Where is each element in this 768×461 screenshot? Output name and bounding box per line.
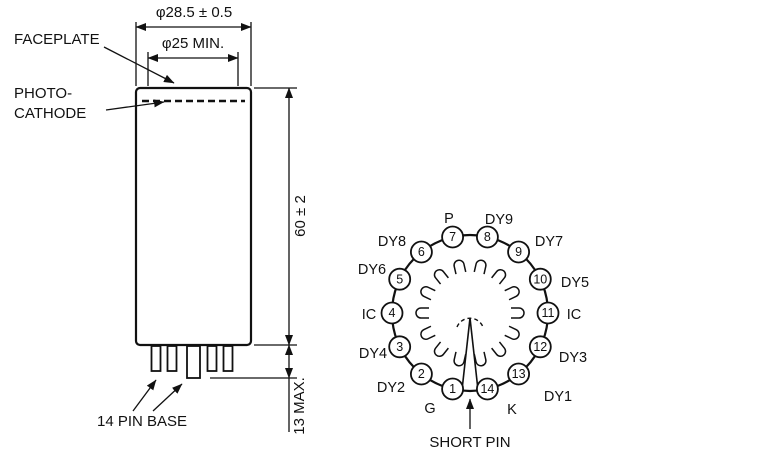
socket-contact [420, 286, 436, 301]
pin-2-label: DY2 [377, 380, 405, 396]
index-wedge-line [461, 317, 471, 391]
svg-text:1: 1 [449, 382, 456, 396]
svg-text:8: 8 [484, 230, 491, 244]
socket-contact [473, 259, 487, 275]
socket-contact [453, 259, 467, 275]
pin-base-label: 14 PIN BASE [97, 413, 187, 430]
faceplate-label: FACEPLATE [14, 31, 100, 48]
pin-11-label: IC [567, 307, 582, 323]
base-pin [206, 345, 218, 372]
socket-contact [415, 307, 429, 319]
svg-text:2: 2 [418, 367, 425, 381]
photocathode-leader-line [105, 99, 165, 111]
socket-contact [511, 307, 525, 319]
socket-contact [504, 325, 520, 340]
dim-bulb-diameter-text: φ28.5 ± 0.5 [156, 4, 232, 21]
pin-8-label: DY9 [485, 212, 513, 228]
dim-effective-area-text: φ25 MIN. [162, 35, 224, 52]
svg-text:11: 11 [542, 306, 555, 320]
pin-1: 1 [441, 377, 465, 401]
svg-text:12: 12 [533, 340, 547, 354]
pin-1-label: G [424, 401, 435, 417]
pin-5-label: DY6 [358, 262, 386, 278]
svg-text:14: 14 [480, 382, 494, 396]
svg-text:4: 4 [389, 306, 396, 320]
pin-10-label: DY5 [561, 275, 589, 291]
pin-base-leader-line [152, 383, 183, 412]
pin-2: 2 [409, 362, 433, 386]
tube-body [134, 86, 253, 347]
socket-contact [433, 341, 449, 357]
pin-14: 14 [475, 377, 499, 401]
faceplate-leader-line [103, 46, 175, 84]
svg-text:7: 7 [449, 230, 456, 244]
pin-5: 5 [388, 267, 412, 291]
svg-text:9: 9 [515, 245, 522, 259]
pin-12-label: DY3 [559, 350, 587, 366]
pin-7-label: P [444, 211, 454, 227]
socket-contact [473, 351, 487, 367]
base-pin [166, 345, 178, 372]
index-dashed-arc [456, 317, 484, 328]
pin-6: 6 [409, 240, 433, 264]
pin-4-label: IC [362, 307, 377, 323]
pin-11: 11 [536, 301, 560, 325]
tube-outline-drawing: φ28.5 ± 0.5 φ25 MIN. FACEPLATE PHOTO- CA… [14, 4, 309, 435]
pin-3-label: DY4 [359, 346, 387, 362]
pin-9-label: DY7 [535, 234, 563, 250]
pin-12: 12 [528, 335, 552, 359]
socket-contact [491, 341, 507, 357]
photocathode-label-line1: PHOTO- [14, 85, 72, 102]
svg-text:13: 13 [512, 367, 526, 381]
base-pin [150, 345, 162, 372]
socket-contact [420, 325, 436, 340]
svg-text:3: 3 [396, 340, 403, 354]
socket-contact [491, 269, 507, 285]
index-wedge-line [469, 317, 479, 391]
pin-13-label: DY1 [544, 389, 572, 405]
pin-10: 10 [528, 267, 552, 291]
svg-text:10: 10 [533, 272, 547, 286]
dim-body-length-text: 60 ± 2 [292, 195, 309, 237]
photocathode-label-line2: CATHODE [14, 105, 86, 122]
pin-14-label: K [507, 402, 517, 418]
svg-text:5: 5 [396, 272, 403, 286]
svg-text:6: 6 [418, 245, 425, 259]
short-pin-label: SHORT PIN [429, 434, 510, 451]
pin-8: 8 [475, 225, 499, 249]
pin-13: 13 [507, 362, 530, 386]
basing-socket-diagram: 1 2 3 4 5 6 7 8 9 10 11 12 13 14 G DY2 D… [358, 211, 589, 451]
socket-contact [453, 351, 467, 367]
pin-3: 3 [388, 335, 412, 359]
pin-6-label: DY8 [378, 234, 406, 250]
base-pin [222, 345, 234, 372]
dim-pin-length-text: 13 MAX. [291, 377, 308, 435]
pin-9: 9 [507, 240, 530, 264]
pin-7: 7 [441, 225, 465, 249]
base-center-stem [186, 345, 201, 379]
socket-contact [504, 286, 520, 301]
pin-base-leader-line [132, 379, 157, 412]
socket-contact [433, 269, 449, 285]
pin-4: 4 [380, 301, 404, 325]
